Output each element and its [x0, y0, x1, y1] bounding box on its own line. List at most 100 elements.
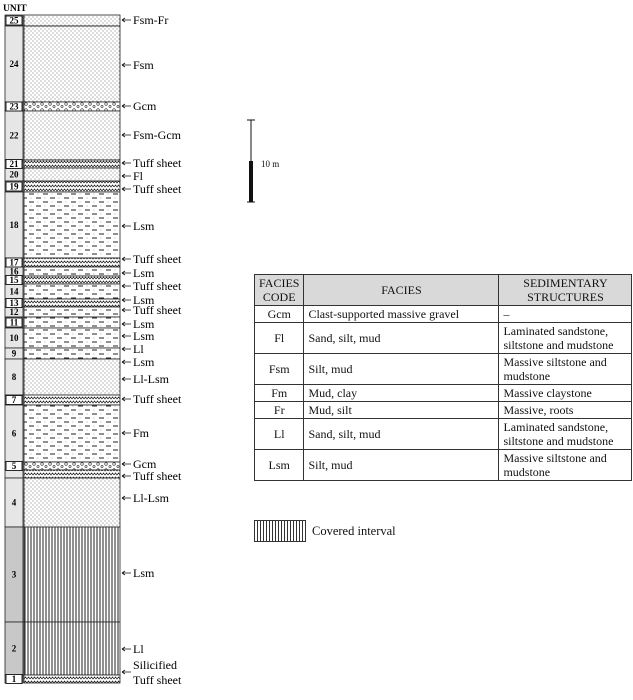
unit-number: 2: [12, 644, 17, 654]
facies-code: Gcm: [253, 305, 305, 323]
facies-label: Lsm: [133, 329, 155, 343]
bed-20: [23, 167, 121, 182]
unit-number: 4: [12, 498, 17, 508]
facies-arrow-icon: [121, 333, 131, 339]
facies-code: Fm: [253, 384, 305, 402]
bed-9: [23, 347, 121, 360]
facies-arrow-icon: [121, 132, 131, 138]
unit-number: 18: [10, 220, 20, 230]
unit-number: 9: [12, 349, 17, 359]
unit-number-box: [5, 395, 23, 405]
sedimentary-structure: Laminated sandstone, siltstone and mudst…: [498, 322, 633, 354]
facies-arrow-icon: [121, 223, 131, 229]
unit-strip-segment: [4, 469, 24, 479]
facies-arrow-icon: [121, 495, 131, 501]
facies-label: Fl: [133, 169, 144, 183]
bed-1: [23, 674, 121, 684]
facies-arrow-icon: [121, 473, 131, 479]
facies-arrow-icon: [121, 17, 131, 23]
unit-number-box: [5, 674, 23, 684]
facies-label: Tuff sheet: [133, 469, 182, 483]
bed-19: [23, 180, 121, 193]
bed-11: [23, 316, 121, 329]
facies-arrow-icon: [121, 359, 131, 365]
facies-label: Lsm: [133, 266, 155, 280]
bed-12: [23, 306, 121, 318]
sedimentary-structure: Massive claystone: [498, 384, 633, 402]
unit-number: 16: [10, 267, 20, 277]
facies-arrow-icon: [121, 646, 131, 652]
unit-number-box: [5, 159, 23, 169]
facies-label: Fsm-Gcm: [133, 128, 182, 142]
unit-number: 3: [12, 570, 17, 580]
facies-arrow-icon: [121, 186, 131, 192]
unit-number: 14: [10, 287, 20, 297]
facies-description: Clast-supported massive gravel: [303, 305, 500, 323]
covered-interval-label: Covered interval: [312, 523, 396, 538]
facies-code: Fl: [253, 322, 305, 354]
facies-label: Lsm: [133, 219, 155, 233]
bed-5: [23, 461, 121, 471]
unit-number: 10: [10, 333, 20, 343]
unit-number-box: [5, 181, 23, 192]
unit-number: 21: [10, 159, 20, 169]
facies-arrow-icon: [121, 103, 131, 109]
covered-interval-legend: Covered interval: [254, 520, 396, 542]
facies-label: Ll-Lsm: [133, 372, 170, 386]
facies-description: Sand, silt, mud: [303, 322, 500, 354]
facies-description: Mud, silt: [303, 401, 500, 419]
facies-label: Lsm: [133, 566, 155, 580]
bed-15: [23, 275, 121, 285]
facies-table: FACIES CODE FACIES SEDIMENTARY STRUCTURE…: [253, 274, 633, 481]
facies-label: Lsm: [133, 317, 155, 331]
sedimentary-structure: Massive, roots: [498, 401, 633, 419]
facies-arrow-icon: [121, 430, 131, 436]
bed-18: [23, 191, 121, 259]
facies-arrow-icon: [121, 297, 131, 303]
facies-code: Fsm: [253, 353, 305, 385]
bed-24: [23, 25, 121, 103]
unit-number: 6: [12, 429, 17, 439]
unit-number: 12: [10, 307, 20, 317]
header-facies: FACIES: [303, 274, 500, 306]
unit-number-box: [5, 101, 23, 112]
unit-number: 25: [10, 16, 20, 26]
unit-number: 15: [10, 275, 20, 285]
bed-21: [23, 159, 121, 169]
facies-label: Ll-Lsm: [133, 491, 170, 505]
facies-arrow-icon: [121, 270, 131, 276]
unit-number-box: [5, 275, 23, 285]
unit-number: 22: [10, 131, 20, 141]
bed-14: [23, 283, 121, 300]
header-facies-code: FACIES CODE: [253, 274, 305, 306]
facies-label: Gcm: [133, 99, 157, 113]
facies-arrow-icon: [121, 283, 131, 289]
unit-number: 7: [12, 395, 17, 405]
facies-code: Fr: [253, 401, 305, 419]
unit-header: UNIT: [3, 4, 27, 14]
facies-label: Tuff sheet: [133, 252, 182, 266]
unit-number-box: [5, 317, 23, 328]
facies-label: Lsm: [133, 355, 155, 369]
bed-22: [23, 110, 121, 161]
bed-2: [23, 621, 121, 676]
scale-bar-label: 10 m: [261, 159, 280, 169]
header-sedimentary-structures: SEDIMENTARY STRUCTURES: [498, 274, 633, 306]
unit-number: 8: [12, 372, 17, 382]
unit-number: 13: [10, 298, 20, 308]
unit-number: 5: [12, 461, 17, 471]
facies-label: Fsm-Fr: [133, 13, 168, 27]
unit-number: 17: [10, 258, 20, 268]
unit-number: 11: [10, 318, 19, 328]
covered-interval-swatch: [254, 520, 306, 542]
facies-arrow-icon: [121, 396, 131, 402]
facies-label: Lsm: [133, 293, 155, 307]
bed-10: [23, 327, 121, 349]
